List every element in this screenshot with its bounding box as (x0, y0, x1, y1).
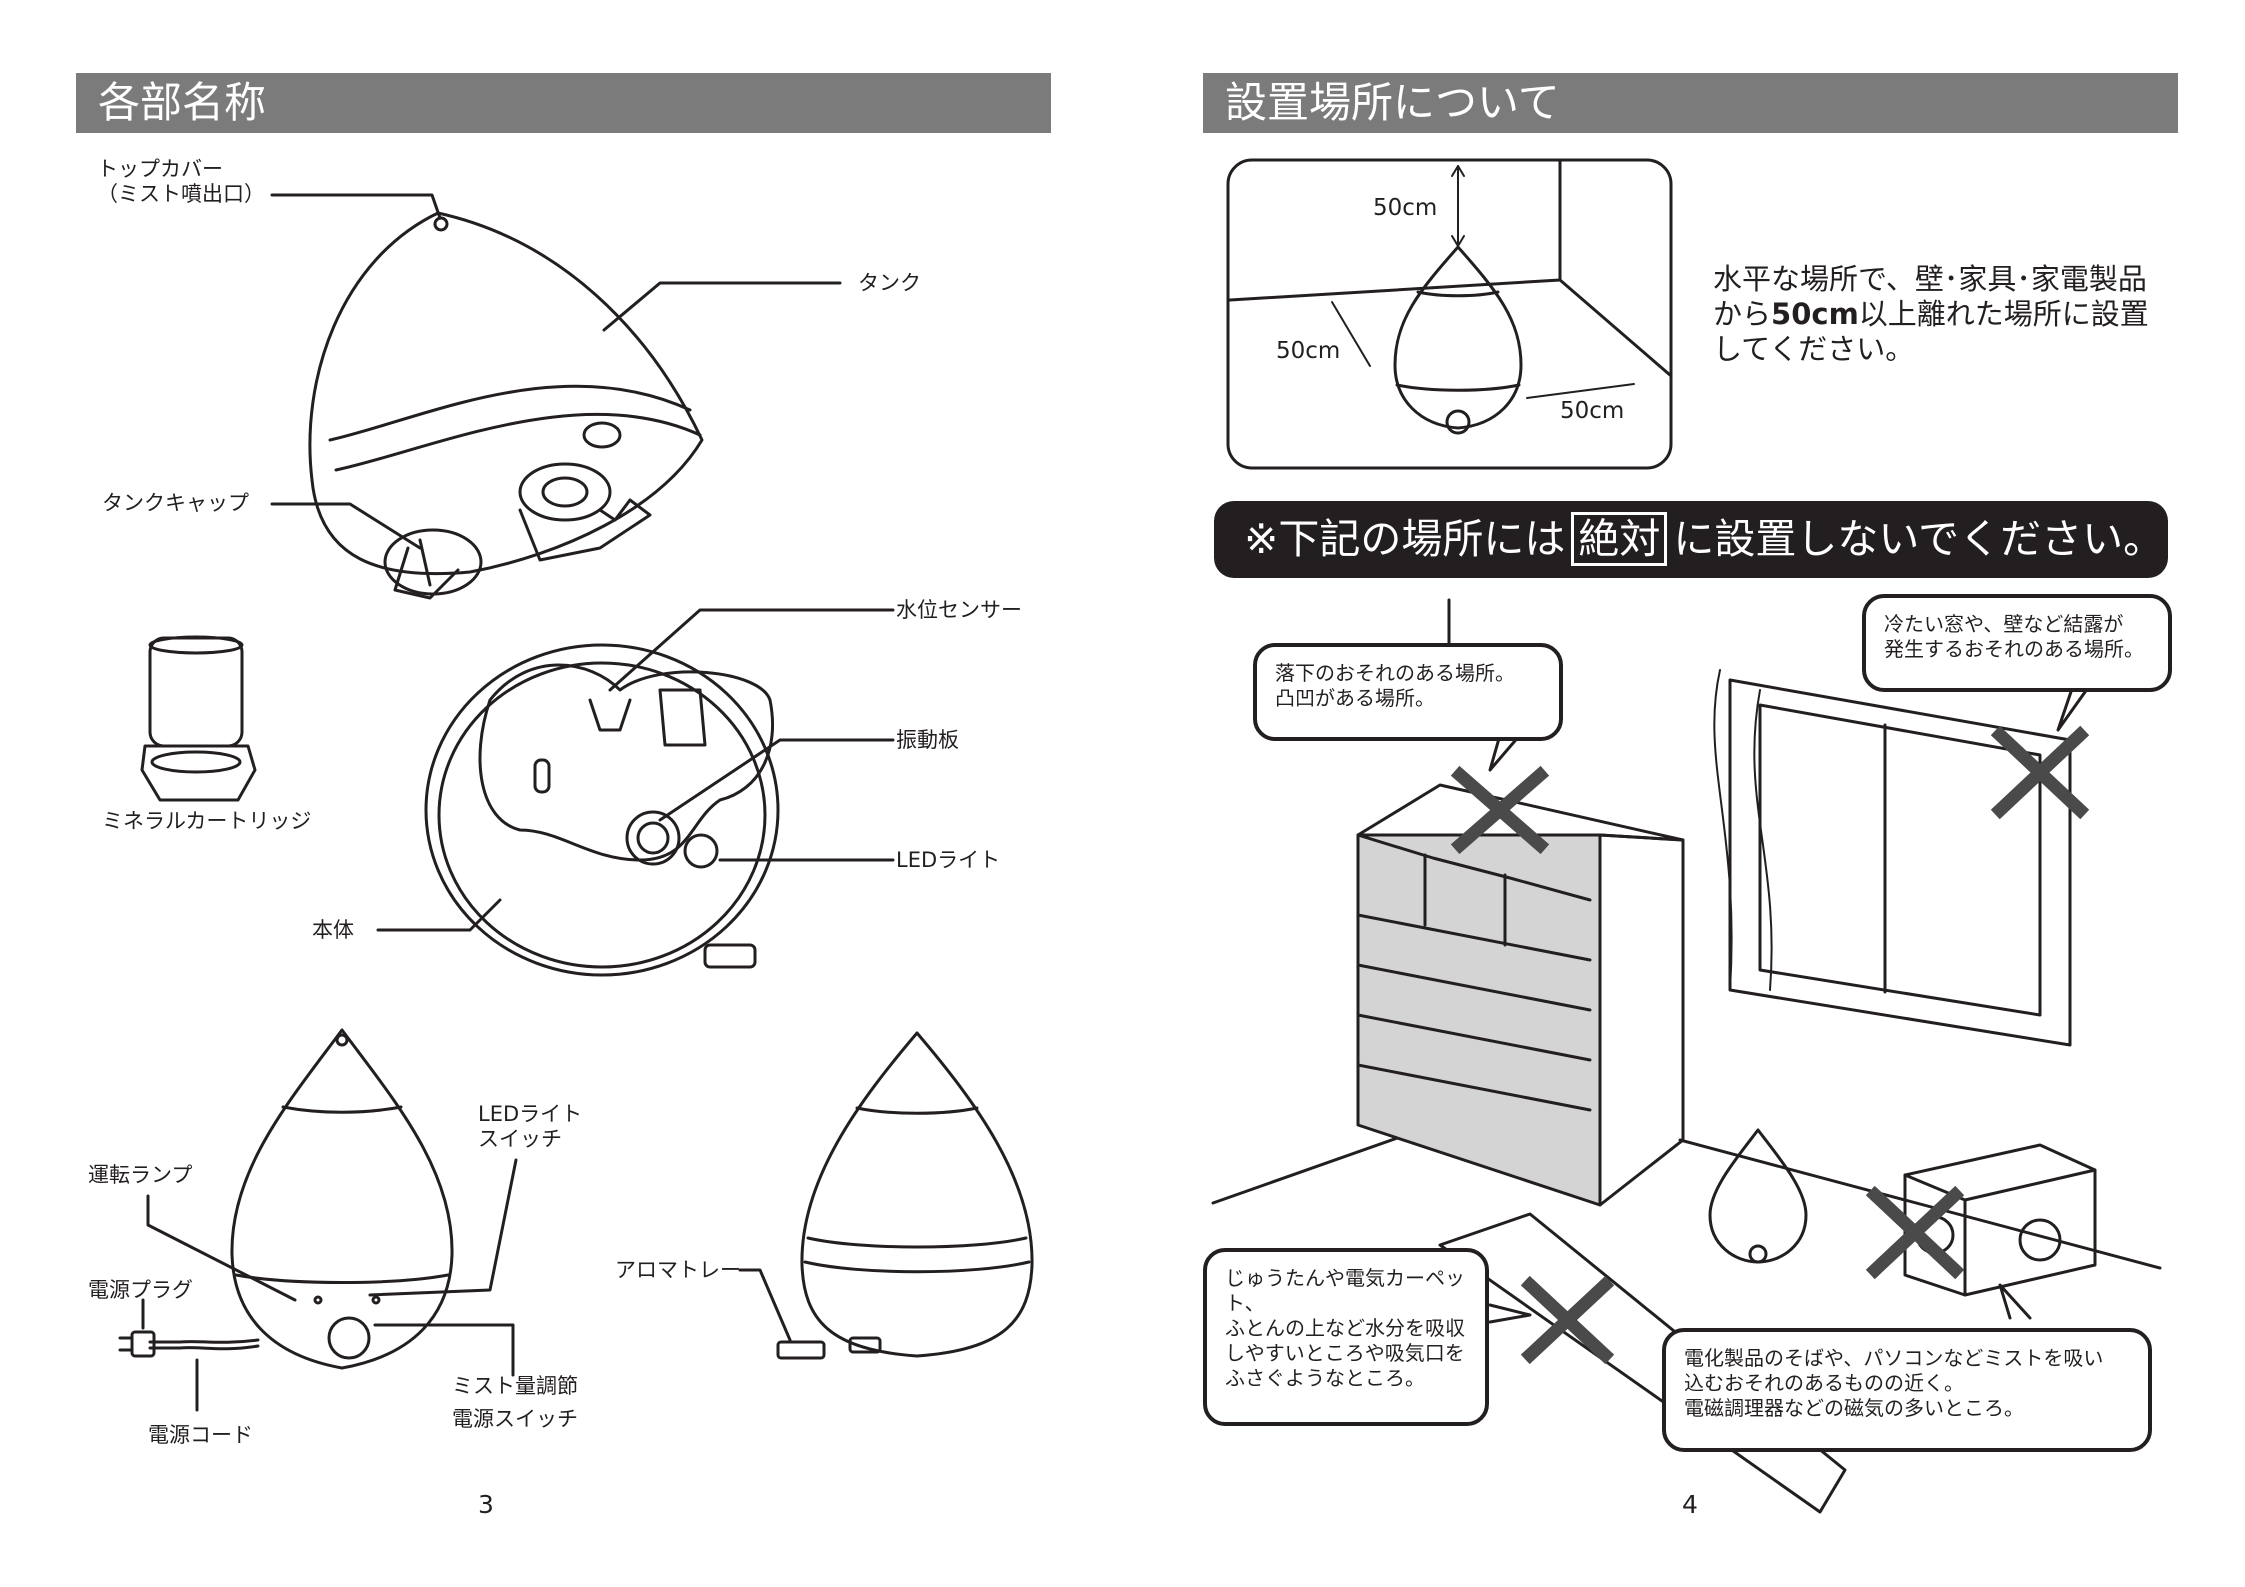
description-line-2-pre: から (1713, 297, 1772, 331)
placement-title: 設置場所について (1225, 78, 1560, 127)
label-vibration-plate: 振動板 (896, 728, 959, 752)
page-number-right: 4 (1682, 1490, 1698, 1519)
description-line-2: から50cm以上離れた場所に設置 (1713, 297, 2149, 332)
warning-banner: ※下記の場所には絶対に設置しないでください。 (1214, 501, 2168, 578)
front-humidifier-illustration (118, 1028, 454, 1370)
dimension-left: 50cm (1276, 338, 1341, 364)
base-illustration (424, 643, 780, 977)
label-body: 本体 (312, 918, 354, 942)
label-power-cord: 電源コード (148, 1423, 253, 1447)
description-line-2-post: 以上離れた場所に設置 (1858, 297, 2149, 331)
tank-illustration (308, 211, 704, 600)
description-line-3: してください。 (1713, 332, 1915, 366)
label-tank-cap: タンクキャップ (102, 491, 249, 515)
warning-pre: ※下記の場所には (1244, 515, 1566, 563)
label-operation-lamp: 運転ランプ (88, 1163, 193, 1187)
label-mineral-cartridge: ミネラルカートリッジ (102, 809, 312, 833)
warning-highlight: 絶対 (1571, 512, 1668, 566)
parts-title: 各部名称 (98, 78, 267, 127)
placement-scene (1211, 598, 2162, 1514)
page-number-left: 3 (478, 1490, 494, 1519)
back-humidifier-illustration (776, 1031, 1034, 1360)
label-power-switch: 電源スイッチ (452, 1407, 578, 1431)
description-line-1: 水平な場所で、壁･家具･家電製品 (1713, 262, 2147, 296)
label-led-light: LEDライト (896, 848, 1001, 872)
label-top-cover: トップカバー （ミスト噴出口） (97, 157, 265, 206)
label-power-plug: 電源プラグ (88, 1278, 193, 1302)
placement-title-bar: 設置場所について (1203, 73, 2178, 133)
dimension-top: 50cm (1373, 195, 1438, 221)
label-led-switch: LEDライト スイッチ (478, 1102, 583, 1151)
bubble-fall-risk: 落下のおそれのある場所。 凸凹がある場所。 (1253, 643, 1563, 741)
label-water-sensor: 水位センサー (896, 598, 1022, 622)
x-marks (1450, 725, 2090, 1365)
placement-description: 水平な場所で、壁･家具･家電製品 から50cm以上離れた場所に設置 してください… (1713, 262, 2149, 367)
warning-post: に設置しないでください。 (1673, 515, 2165, 563)
room-diagram (1226, 158, 1673, 470)
label-aroma-tray: アロマトレー (615, 1258, 741, 1282)
leader-lines-left (141, 193, 895, 1412)
description-distance: 50cm (1771, 297, 1859, 331)
dimension-right: 50cm (1560, 398, 1625, 424)
bubble-carpet: じゅうたんや電気カーペット、 ふとんの上など水分を吸収 しやすいところや吸気口を… (1203, 1248, 1489, 1426)
bubble-window: 冷たい窓や、壁など結露が 発生するおそれのある場所。 (1862, 594, 2172, 692)
mineral-cartridge-illustration (140, 635, 257, 802)
parts-title-bar: 各部名称 (76, 73, 1051, 133)
label-mist-control: ミスト量調節 (452, 1374, 578, 1398)
label-tank: タンク (858, 271, 921, 295)
bubble-electronics: 電化製品のそばや、パソコンなどミストを吸い 込むおそれのあるものの近く。 電磁調… (1662, 1328, 2152, 1452)
